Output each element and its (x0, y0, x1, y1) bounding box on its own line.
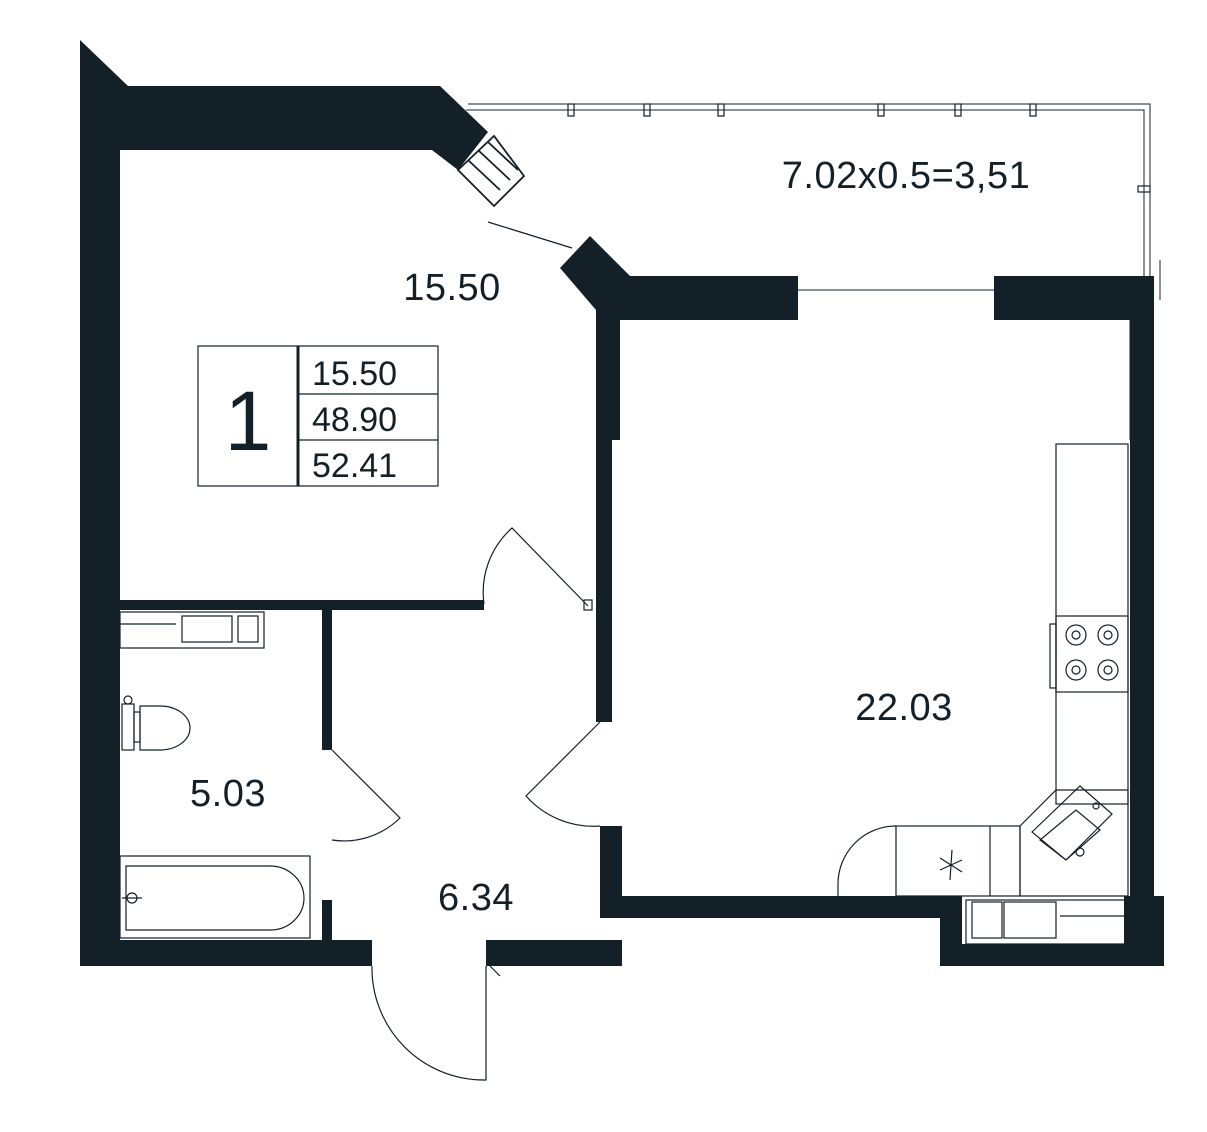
info-value-area: 48.90 (312, 401, 397, 439)
kitchen-bottom-right-wall (940, 944, 1126, 966)
stove (1049, 615, 1129, 693)
room-labels: 15.50 22.03 5.03 6.34 7.02x0.5=3,51 (190, 155, 1030, 919)
bedroom-door (482, 527, 589, 607)
bedroom-kitchen-partition (596, 310, 612, 722)
washing-machine (119, 611, 265, 649)
info-box-frame (197, 345, 439, 487)
balcony-railing (466, 103, 1151, 276)
bathroom-area-label: 5.03 (190, 773, 266, 815)
info-box: 1 15.50 48.90 52.41 (197, 345, 439, 487)
bathroom-fixtures (119, 611, 311, 939)
balcony-door-leaf (487, 221, 573, 249)
left-outer-wall (80, 40, 488, 940)
balcony-area-label: 7.02x0.5=3,51 (782, 155, 1030, 197)
hall-area-label: 6.34 (438, 877, 514, 919)
bathtub (119, 855, 311, 939)
living-kitchen-area-label: 22.03 (855, 687, 953, 729)
doors (331, 527, 601, 1081)
bathroom-door (331, 749, 401, 842)
right-window (1129, 260, 1161, 440)
walls (80, 40, 1164, 966)
bath-hall-partition (322, 610, 332, 750)
bedroom-area-label: 15.50 (403, 267, 501, 309)
info-value-total: 52.41 (312, 447, 397, 485)
bedroom-bottom-partition (120, 600, 484, 610)
kitchen-counter (1055, 443, 1129, 805)
bath-hall-partition-lower (322, 900, 332, 940)
kitchen-door (525, 721, 601, 827)
bedroom-corner-wall (560, 236, 798, 440)
info-value-living: 15.50 (312, 355, 397, 393)
right-bottom-pillar (1124, 896, 1164, 966)
corner-sink (1019, 785, 1129, 897)
hall-bottom-right-wall (486, 940, 622, 966)
kitchen-fixtures (837, 443, 1129, 945)
rooms-count: 1 (225, 374, 272, 468)
kitchen-bottom-wall (600, 896, 960, 918)
railing-posts (567, 103, 1151, 193)
right-wall (1130, 320, 1154, 900)
hall-kitchen-partition (600, 826, 622, 918)
toilet (121, 695, 191, 751)
radiator (965, 899, 1127, 945)
hall-bottom-left-wall (330, 940, 372, 966)
entrance-door (371, 965, 487, 1081)
counter-corner (837, 825, 1021, 897)
bottom-left-wall (80, 940, 372, 966)
balcony (456, 103, 1161, 440)
kitchen-top-right-wall (994, 276, 1154, 320)
balcony-door-frame (456, 134, 526, 208)
